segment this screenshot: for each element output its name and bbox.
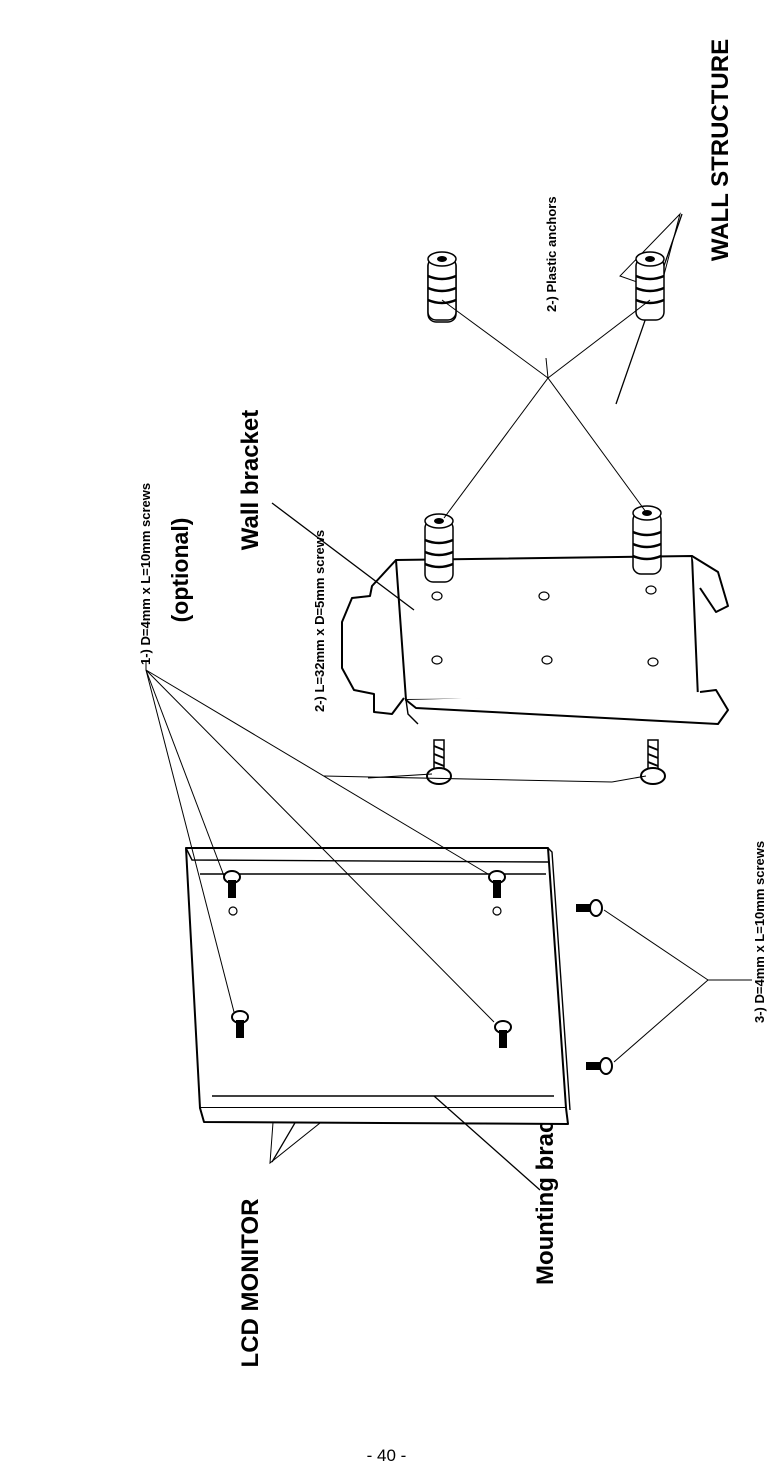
bracket-hole [492, 906, 502, 916]
wall-structure-label: WALL STRUCTURE [707, 39, 734, 261]
bracket-screws [223, 870, 512, 1048]
lcd-monitor-label: LCD MONITOR [237, 1199, 264, 1368]
side-screws [576, 899, 752, 1075]
screws-1-leaders [145, 662, 495, 1023]
bracket-hole [645, 585, 657, 595]
long-screw [426, 739, 452, 785]
anchor-mid-drawn-left [427, 251, 457, 321]
wall-bracket [271, 502, 729, 725]
bracket-hole [541, 655, 553, 665]
bracket-hole [431, 591, 443, 601]
screw [231, 1010, 249, 1038]
optional-label: (optional) [167, 518, 193, 623]
bracket-hole [647, 657, 659, 667]
page-number: - 40 - [366, 1446, 407, 1465]
anchor [632, 505, 662, 575]
wall-mount-diagram: (optional) 1-) D=4mm x L=10mm screws Wal… [138, 39, 767, 1368]
screw [586, 1057, 613, 1075]
screw [223, 870, 241, 898]
anchor-mid-drawn-right [635, 251, 665, 321]
screws-3-label: 3-) D=4mm x L=10mm screws [752, 841, 767, 1023]
screw [488, 870, 506, 898]
wall-bracket-label: Wall bracket [237, 410, 264, 551]
long-screw [640, 739, 666, 785]
bracket-hole [538, 591, 550, 601]
mounting-bracket [185, 847, 571, 1191]
anchor [424, 513, 454, 583]
screws-2-label: 2-) L=32mm x D=5mm screws [312, 530, 327, 712]
bracket-hole [228, 906, 238, 916]
bracket-hole [431, 655, 443, 665]
screw [576, 899, 603, 917]
plastic-anchors [424, 257, 662, 583]
anchor-leaders [441, 299, 651, 519]
screws-1-label: 1-) D=4mm x L=10mm screws [138, 483, 153, 665]
screw [494, 1020, 512, 1048]
anchors-label: 2-) Plastic anchors [544, 196, 559, 312]
long-screws [323, 739, 666, 785]
